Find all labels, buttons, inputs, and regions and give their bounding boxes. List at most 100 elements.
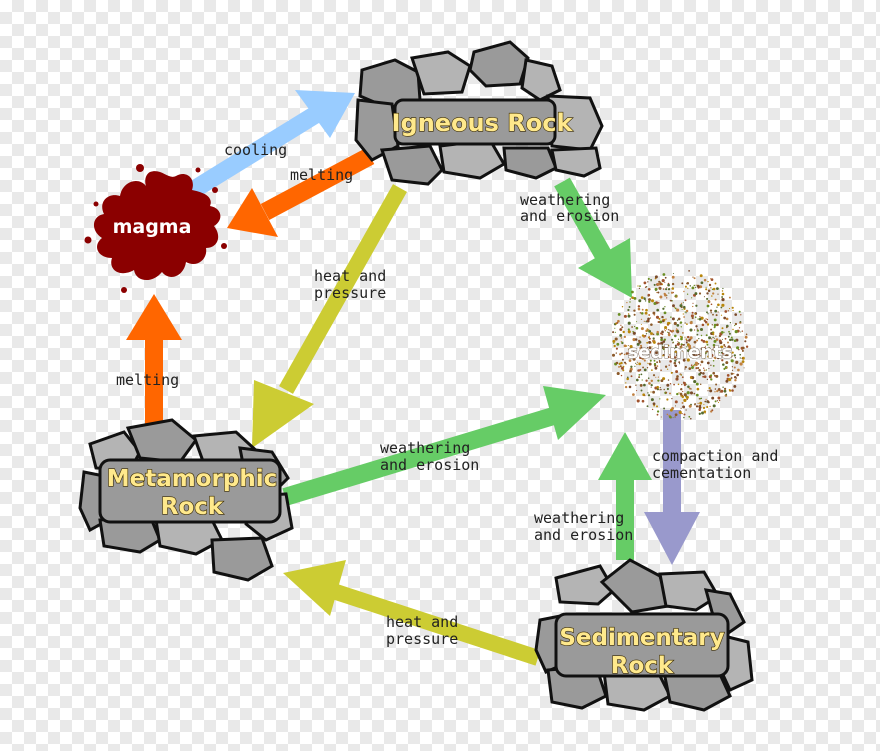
sediment-particle — [647, 377, 650, 379]
sediment-particle — [619, 365, 622, 368]
sediment-particle — [640, 312, 644, 315]
sediment-particle — [662, 340, 666, 343]
sediment-particle — [715, 383, 718, 386]
sediment-particle — [667, 331, 669, 333]
metamorphic-rock-label-line2: Rock — [161, 494, 224, 520]
sediment-particle — [710, 303, 713, 306]
sediment-particle — [733, 366, 736, 369]
sediment-particle — [683, 393, 687, 397]
sediment-particle — [703, 354, 705, 356]
sediment-particle — [635, 347, 638, 350]
sediment-particle — [637, 339, 641, 343]
sediment-particle — [640, 373, 643, 376]
sediment-particle — [656, 385, 659, 389]
sediment-particle — [637, 285, 639, 287]
sediment-particle — [651, 408, 654, 411]
sediment-particle — [688, 344, 692, 348]
sediment-particle — [650, 391, 652, 393]
sediment-particle — [626, 301, 628, 304]
sediment-particle — [690, 352, 694, 355]
sedimentary-rock-label-line1: Sedimentary — [559, 625, 724, 651]
sediment-particle — [713, 318, 717, 322]
sediment-particle — [692, 276, 694, 278]
sediment-particle — [703, 410, 707, 413]
sediment-particle — [686, 293, 689, 295]
sediment-particle — [645, 308, 648, 312]
sediment-particle — [669, 355, 673, 359]
sediment-particle — [667, 356, 670, 359]
sediment-particle — [714, 391, 716, 393]
sediment-particle — [694, 403, 696, 406]
sediment-particle — [703, 403, 705, 405]
sediment-particle — [706, 311, 708, 314]
sediment-particle — [729, 338, 732, 342]
sediment-particle — [671, 282, 675, 286]
sediment-particle — [707, 300, 711, 304]
sediment-particle — [666, 328, 668, 330]
sediment-particle — [614, 331, 617, 333]
sediment-particle — [673, 356, 677, 359]
sediment-particle — [720, 389, 724, 393]
sediment-particle — [647, 349, 650, 352]
sediment-particle — [681, 395, 685, 399]
sediment-particle — [689, 417, 692, 420]
sediment-particle — [696, 339, 699, 342]
sediment-particle — [696, 329, 700, 332]
sediment-particle — [688, 367, 692, 370]
sediment-particle — [657, 349, 660, 352]
sediment-particle — [663, 388, 665, 391]
sediment-particle — [720, 351, 723, 354]
sediment-particle — [692, 302, 694, 304]
sediment-particle — [726, 356, 728, 359]
sediment-particle — [679, 304, 683, 308]
sediment-particle — [719, 391, 721, 393]
sediment-particle — [679, 335, 682, 338]
sediment-particle — [677, 317, 681, 321]
sediment-particle — [687, 339, 691, 342]
sediment-particle — [687, 349, 690, 353]
sediment-particle — [627, 328, 630, 331]
sediment-particle — [632, 330, 634, 333]
sediment-particle — [616, 371, 620, 376]
sediment-particle — [721, 351, 725, 355]
sediment-particle — [673, 361, 677, 365]
sediment-particle — [698, 337, 700, 340]
sediment-particle — [710, 312, 712, 314]
sediment-particle — [679, 321, 683, 324]
sediment-particle — [640, 389, 643, 392]
heat-pressure-label-igneous-line1: heat and — [314, 267, 386, 285]
sediment-particle — [644, 311, 648, 315]
sediment-particle — [740, 331, 742, 333]
sediment-particle — [682, 313, 684, 315]
sediment-particle — [659, 295, 663, 299]
sediment-particle — [706, 318, 709, 321]
sediment-particle — [638, 287, 641, 289]
weathering-label-igneous-line1: weathering — [520, 191, 610, 209]
sediment-particle — [646, 319, 649, 322]
sediment-particle — [699, 383, 702, 386]
sediment-particle — [680, 346, 682, 348]
sediment-particle — [664, 326, 668, 329]
sediment-particle — [660, 341, 664, 345]
sediment-particle — [627, 314, 631, 318]
sediment-particle — [699, 285, 703, 289]
sediment-particle — [648, 346, 652, 350]
sediment-particle — [658, 280, 661, 283]
sediment-particle — [615, 361, 619, 365]
sediment-particle — [741, 356, 745, 360]
sediment-particle — [659, 386, 661, 389]
sediment-particle — [647, 362, 649, 365]
melting-label-metamorphic: melting — [116, 371, 179, 389]
sediment-particle — [676, 392, 679, 396]
sediment-particle — [695, 382, 699, 386]
sediment-particle — [702, 348, 705, 351]
sediment-particle — [725, 379, 729, 383]
sediment-particle — [678, 361, 681, 364]
sediment-particle — [676, 329, 679, 333]
sediment-particle — [681, 383, 683, 386]
sediment-particle — [683, 413, 686, 416]
sediment-particle — [696, 333, 699, 336]
sediment-particle — [685, 309, 689, 313]
sediment-particle — [702, 375, 705, 378]
